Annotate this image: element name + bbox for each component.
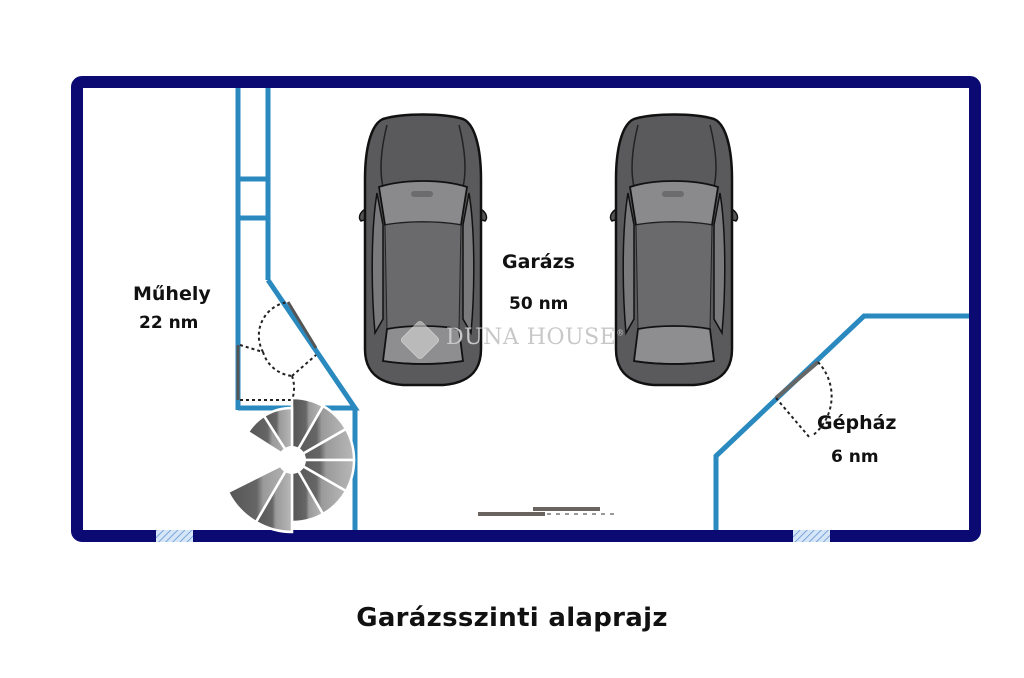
watermark-logo-icon	[400, 320, 440, 360]
window-left	[156, 530, 193, 542]
gephaz-door-swing	[775, 361, 833, 439]
window-right	[793, 530, 830, 542]
spiral-staircase	[226, 396, 356, 534]
room-name-gephaz: Gépház	[817, 412, 897, 434]
garage-door	[478, 507, 614, 516]
room-area-garazs: 50 nm	[509, 294, 569, 314]
room-name-garazs: Garázs	[502, 251, 575, 273]
plan-title: Garázsszinti alaprajz	[356, 603, 668, 633]
watermark: DUNA HOUSE®	[446, 325, 625, 350]
muhely-door-swing	[239, 301, 317, 401]
room-name-muhely: Műhely	[133, 283, 211, 305]
car-right	[609, 113, 739, 387]
room-area-muhely: 22 nm	[139, 313, 199, 333]
room-area-gephaz: 6 nm	[831, 447, 879, 467]
exterior-wall	[71, 76, 981, 542]
